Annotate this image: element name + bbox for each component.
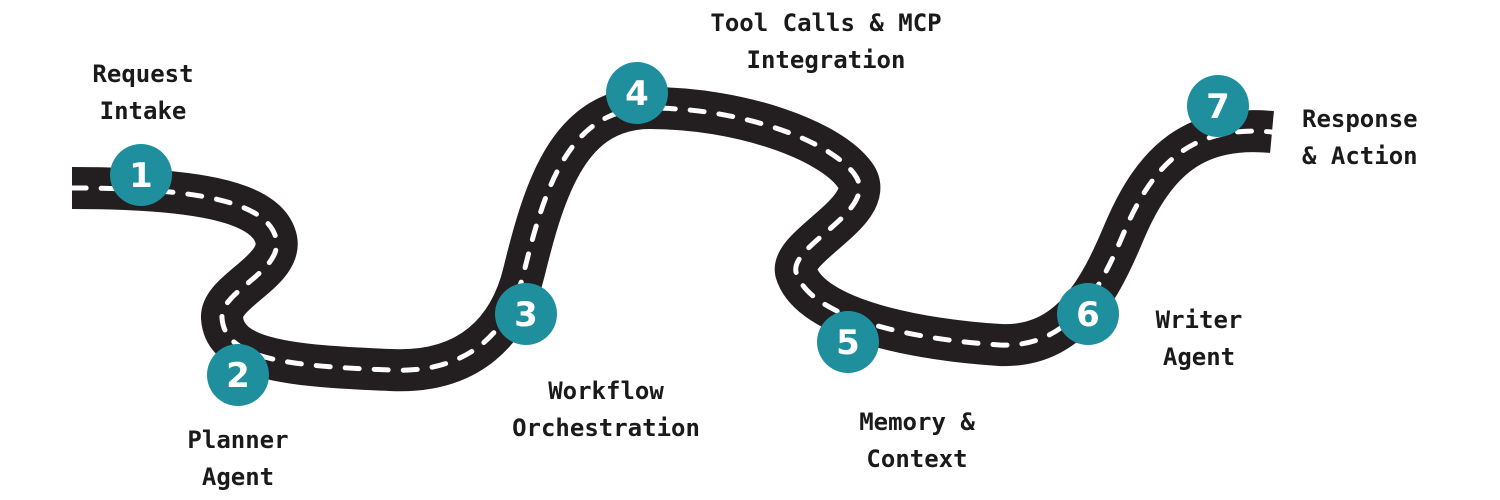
stop-label-line: Writer [1155,306,1243,334]
stop-marker-number: 1 [129,156,153,196]
stop-label-line: Tool Calls & MCP [710,9,942,37]
stop-marker-3: 3 [495,283,557,345]
stop-marker-circle [817,311,879,373]
stop-label-line: & Action [1302,142,1418,170]
stop-marker-number: 5 [836,323,860,363]
road-lane-dashes [69,105,1275,373]
stop-marker-circle [110,144,172,206]
stop-label-workflow-orchestration: Workflow Orchestration [512,373,700,447]
stop-label-line: Agent [201,463,275,491]
stop-marker-circle [606,62,668,124]
stop-marker-5: 5 [817,311,879,373]
stop-marker-circle [495,283,557,345]
stop-marker-1: 1 [110,144,172,206]
stop-label-line: Memory & [859,408,975,436]
stop-label-line: Intake [99,97,187,125]
stop-label-writer-agent: Writer Agent [1156,302,1243,376]
stop-marker-number: 2 [226,356,250,396]
stop-marker-number: 6 [1076,295,1100,335]
stop-marker-circle [207,344,269,406]
stop-label-line: Workflow [548,377,664,405]
stop-marker-number: 4 [625,74,649,114]
stop-label-tool-calls-mcp: Tool Calls & MCP Integration [710,5,941,79]
stop-marker-circle [1187,75,1249,137]
stop-marker-2: 2 [207,344,269,406]
stop-marker-7: 7 [1187,75,1249,137]
stop-marker-6: 6 [1057,283,1119,345]
stop-label-line: Agent [1162,343,1236,371]
stop-label-line: Planner [187,426,289,454]
stop-marker-number: 7 [1206,87,1230,127]
stop-marker-4: 4 [606,62,668,124]
stop-label-memory-context: Memory & Context [859,404,975,478]
stop-label-line: Request [92,60,194,88]
stop-label-line: Response [1302,105,1418,133]
stop-label-line: Integration [746,46,906,74]
stop-label-response-action: Response & Action [1302,101,1418,175]
stop-markers: 1 2 3 4 5 6 7 [110,62,1249,406]
stop-label-planner-agent: Planner Agent [187,422,288,496]
stop-label-request-intake: Request Intake [92,56,193,130]
stop-marker-number: 3 [514,295,538,335]
stop-label-line: Orchestration [512,414,700,442]
stop-label-line: Context [866,445,968,473]
stop-marker-circle [1057,283,1119,345]
